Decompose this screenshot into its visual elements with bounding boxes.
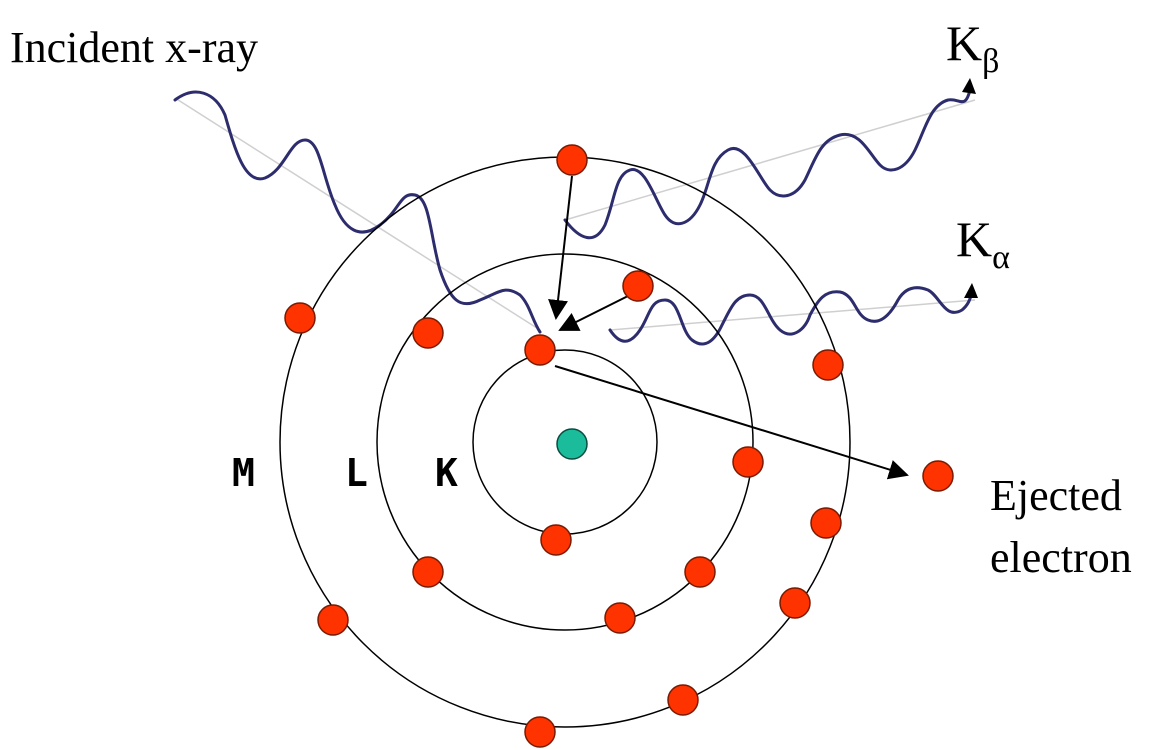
- m-shell-electron: [668, 685, 698, 715]
- m-shell-electron: [318, 605, 348, 635]
- k-beta-main: K: [946, 15, 982, 71]
- k-alpha-arrowhead: [964, 283, 978, 298]
- nucleus: [557, 429, 587, 459]
- k-shell-electron: [541, 525, 571, 555]
- m-to-k-arrow: [556, 176, 572, 318]
- k-beta-label: Kβ: [946, 15, 999, 80]
- wave-shadows: [175, 98, 975, 330]
- m-shell-electron: [525, 717, 555, 747]
- l-to-k-arrow: [560, 296, 628, 330]
- m-shell-electron: [780, 588, 810, 618]
- k-beta-wave-axis: [565, 100, 975, 220]
- k-beta-arrowhead: [962, 78, 976, 94]
- ejection-arrow: [555, 366, 907, 475]
- m-shell-electron: [285, 303, 315, 333]
- k-shell-label: K: [435, 451, 458, 495]
- l-shell-electron: [413, 557, 443, 587]
- incident-xray-label: Incident x-ray: [10, 23, 258, 72]
- electrons: [285, 145, 953, 747]
- k-shell-vacancy-electron: [525, 335, 555, 365]
- ejected-label-line1: Ejected: [990, 471, 1122, 520]
- l-shell-electron: [733, 447, 763, 477]
- l-shell-electron: [413, 318, 443, 348]
- l-shell-electron: [605, 603, 635, 633]
- k-alpha-label: Kα: [956, 211, 1010, 276]
- k-alpha-main: K: [956, 211, 992, 267]
- k-alpha-wave-axis: [610, 300, 975, 330]
- ejected-label-line2: electron: [990, 533, 1132, 582]
- m-shell-electron: [557, 145, 587, 175]
- l-shell-electron: [623, 271, 653, 301]
- l-shell-label: L: [345, 451, 368, 495]
- m-shell-electron: [811, 508, 841, 538]
- l-shell-electron: [685, 557, 715, 587]
- ejected-electron: [923, 461, 953, 491]
- k-beta-subscript: β: [982, 43, 999, 80]
- m-shell-electron: [813, 350, 843, 380]
- k-alpha-subscript: α: [992, 239, 1010, 276]
- m-shell-label: M: [232, 451, 255, 495]
